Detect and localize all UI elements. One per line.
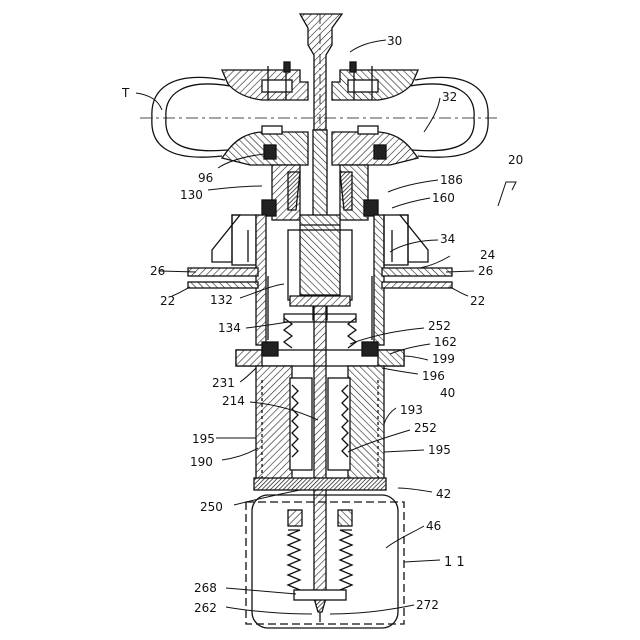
label-196: 196 bbox=[422, 369, 445, 383]
label-132: 132 bbox=[210, 293, 233, 307]
label-22-right: 22 bbox=[470, 294, 485, 308]
label-199: 199 bbox=[432, 352, 455, 366]
label-24: 24 bbox=[480, 248, 495, 262]
label-190: 190 bbox=[190, 455, 213, 469]
label-20: 20 bbox=[508, 153, 523, 167]
label-162: 162 bbox=[434, 335, 457, 349]
central-shaft bbox=[300, 14, 342, 622]
label-250: 250 bbox=[200, 500, 223, 514]
label-30: 30 bbox=[387, 34, 402, 48]
label-272: 272 bbox=[416, 598, 439, 612]
label-32: 32 bbox=[442, 90, 457, 104]
label-46: 46 bbox=[426, 519, 441, 533]
label-252-lower: 252 bbox=[414, 421, 437, 435]
label-26-right: 26 bbox=[478, 264, 493, 278]
label-T: T bbox=[121, 86, 130, 100]
label-262: 262 bbox=[194, 601, 217, 615]
label-268: 268 bbox=[194, 581, 217, 595]
label-231: 231 bbox=[212, 376, 235, 390]
label-42: 42 bbox=[436, 487, 451, 501]
drawing-lines bbox=[136, 14, 516, 628]
label-186: 186 bbox=[440, 173, 463, 187]
label-195-right: 195 bbox=[428, 443, 451, 457]
label-34: 34 bbox=[440, 232, 455, 246]
label-160: 160 bbox=[432, 191, 455, 205]
label-214: 214 bbox=[222, 394, 245, 408]
label-195-left: 195 bbox=[192, 432, 215, 446]
label-252-upper: 252 bbox=[428, 319, 451, 333]
label-134: 134 bbox=[218, 321, 241, 335]
label-11: 1 1 bbox=[444, 555, 465, 570]
label-130: 130 bbox=[180, 188, 203, 202]
label-26-left: 26 bbox=[150, 264, 165, 278]
label-193: 193 bbox=[400, 403, 423, 417]
label-22-left: 22 bbox=[160, 294, 175, 308]
label-40: 40 bbox=[440, 386, 455, 400]
label-96: 96 bbox=[198, 171, 213, 185]
